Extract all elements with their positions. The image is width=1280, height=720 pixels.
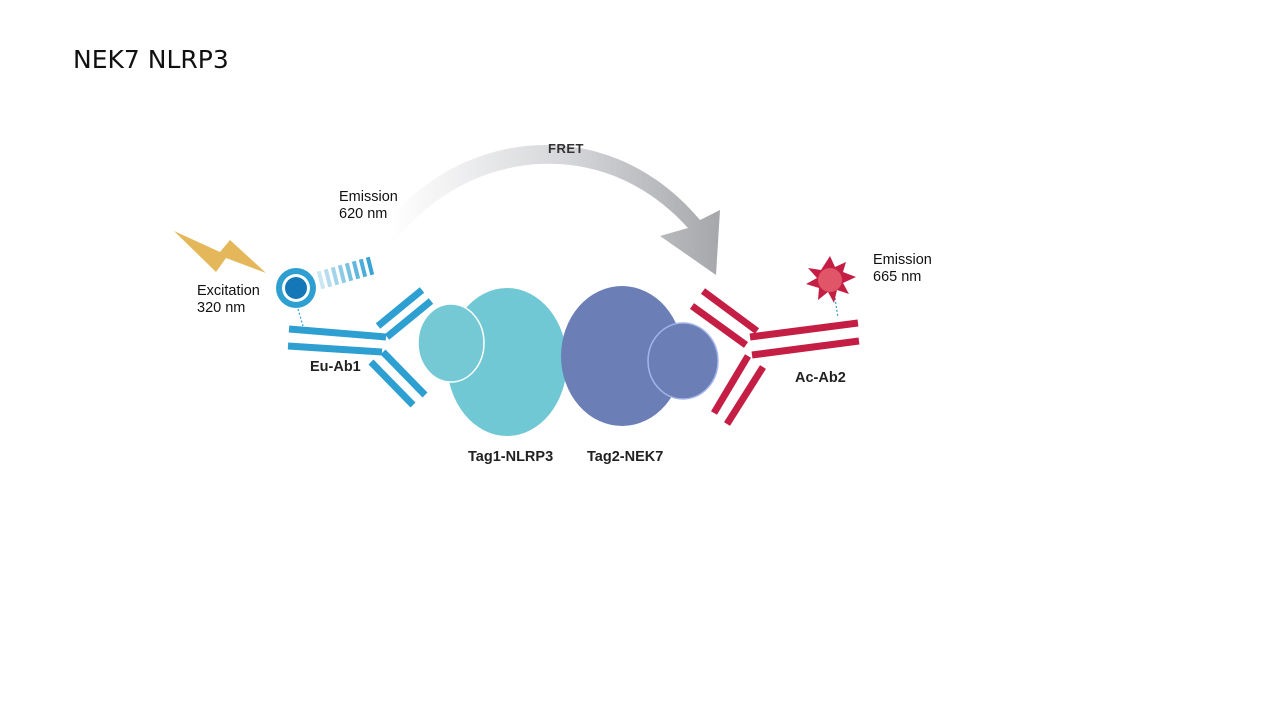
nlrp3-protein-icon — [417, 288, 567, 436]
slide-title: NEK7 NLRP3 — [73, 45, 229, 74]
eu-ab1-antibody-icon — [287, 287, 434, 408]
nek7-label: Tag2-NEK7 — [587, 449, 663, 465]
eu-ab1-label: Eu-Ab1 — [310, 359, 361, 375]
nek7-protein-icon — [561, 286, 719, 426]
ac-ab2-antibody-icon — [689, 288, 860, 426]
nlrp3-label: Tag1-NLRP3 — [468, 449, 553, 465]
donor-emission-label: Emission — [339, 189, 398, 205]
excitation-wavelength: 320 nm — [197, 300, 245, 316]
lightning-icon — [174, 231, 266, 273]
acceptor-star-icon — [806, 256, 856, 303]
excitation-label: Excitation — [197, 283, 260, 299]
acceptor-emission-wavelength: 665 nm — [873, 269, 921, 285]
fret-label: FRET — [548, 141, 584, 156]
fret-arrow-icon — [376, 144, 720, 275]
ac-ab2-label: Ac-Ab2 — [795, 370, 846, 386]
donor-emission-wavelength: 620 nm — [339, 206, 387, 222]
acceptor-emission-label: Emission — [873, 252, 932, 268]
donor-emission-wave-icon — [316, 256, 375, 290]
europium-donor-icon — [276, 268, 316, 308]
